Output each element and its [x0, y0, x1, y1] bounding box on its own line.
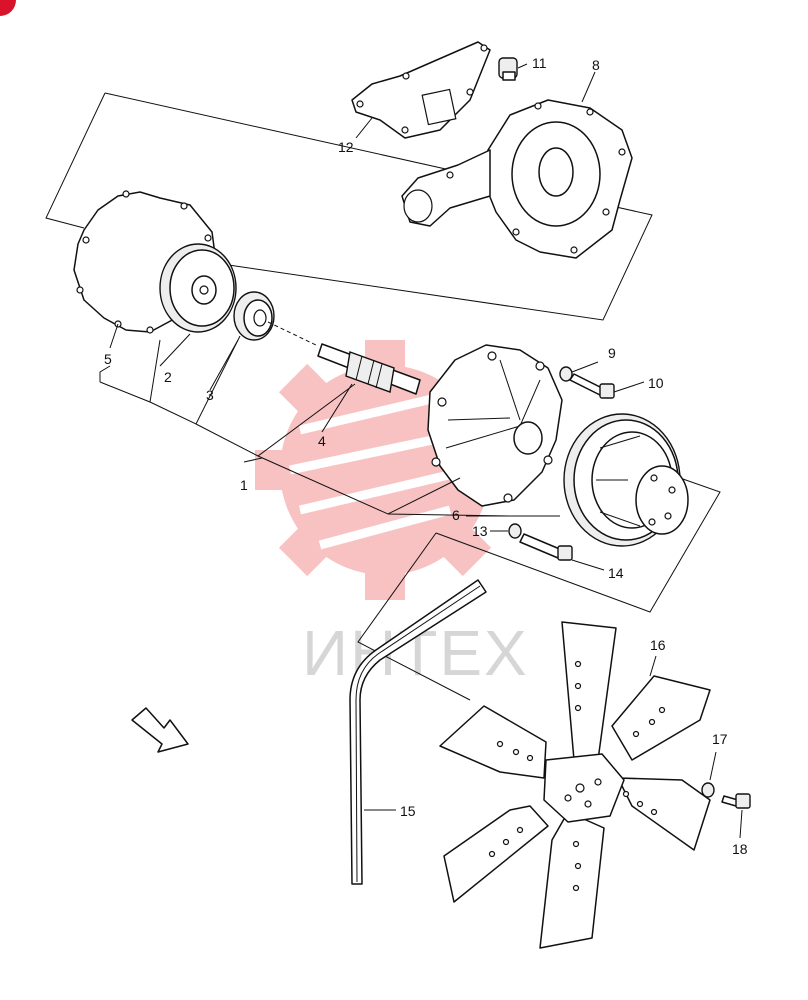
part-1-pump-housing [427, 344, 563, 507]
callout-5: 5 [104, 351, 112, 367]
group-bracket [99, 335, 511, 517]
leader-lines [109, 63, 743, 839]
part-13-washer [508, 523, 522, 539]
callout-14: 14 [608, 565, 624, 581]
part-18-bolt [721, 793, 751, 809]
callout-3: 3 [206, 387, 214, 403]
callout-4: 4 [318, 433, 326, 449]
assembly-frame-upper [45, 92, 653, 321]
callout-8: 8 [592, 57, 600, 73]
callout-6: 6 [452, 507, 460, 523]
callout-11: 11 [532, 55, 547, 71]
part-17-washer [701, 782, 715, 798]
part-9-washer [559, 366, 573, 382]
callout-17: 17 [712, 731, 728, 747]
part-4-shaft [267, 321, 421, 395]
callout-13: 13 [472, 523, 488, 539]
direction-arrow-icon [131, 707, 189, 753]
callout-9: 9 [608, 345, 616, 361]
corner-badge [0, 0, 16, 16]
callout-2: 2 [164, 369, 172, 385]
part-3-seal [233, 291, 275, 341]
part-10-bolt [569, 373, 615, 399]
part-2-impeller [159, 243, 237, 333]
callout-18: 18 [732, 841, 748, 857]
callout-1: 1 [240, 477, 248, 493]
part-14-bolt [519, 533, 573, 561]
callout-10: 10 [648, 375, 664, 391]
part-16-fan [439, 621, 711, 949]
part-6-pulley-hub [563, 413, 689, 547]
callout-16: 16 [650, 637, 666, 653]
part-8-pump-cover [401, 99, 633, 259]
part-11-fitting [498, 57, 518, 81]
part-15-belt [349, 579, 487, 885]
assembly-frame-lower [357, 477, 721, 701]
part-12-gasket [351, 41, 491, 139]
callout-15: 15 [400, 803, 416, 819]
callout-12: 12 [338, 139, 354, 155]
